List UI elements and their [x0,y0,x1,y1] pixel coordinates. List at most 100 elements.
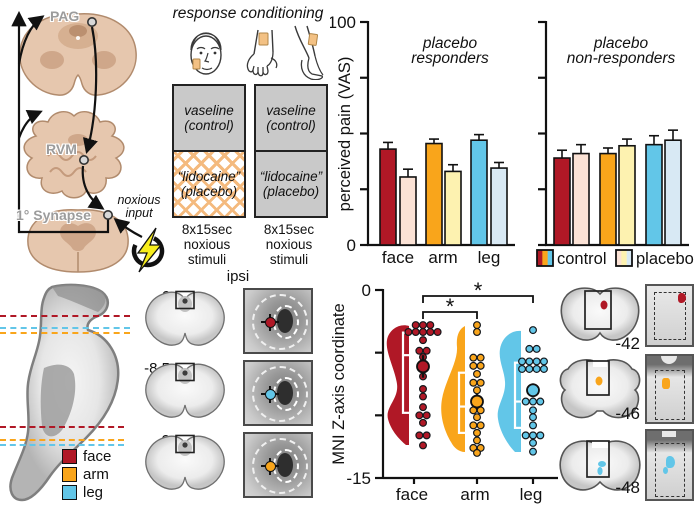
lightning-icon [131,227,165,273]
data-point-arm [473,386,482,395]
face-patch [192,58,201,70]
data-point-leg [532,344,541,353]
zoom-inset [243,360,313,426]
data-point-arm [469,353,478,362]
label-pag: PAG [50,8,80,24]
vaseline-cell: vaseline (control) [256,86,326,152]
slice-line-face [0,426,124,428]
data-point-leg [528,406,537,415]
conditioning-box-leg: vaseline (control) “lidocaine” (placebo) [254,84,328,218]
chart-title: non-responders [567,50,676,67]
data-point-face [422,411,431,420]
x-category-label: arm [428,248,457,267]
slice-line-face [0,315,130,317]
slice-line-arm [0,332,130,334]
dashed-circle [252,366,308,422]
data-point-face [419,327,428,336]
vaseline-cell: vaseline (control) [174,86,244,152]
data-point-leg [518,364,527,373]
data-point-face [419,392,428,401]
activation-blob-leg [598,461,606,467]
bar-arm-control [425,142,443,246]
bar-arm-placebo [618,144,636,246]
bar-face-control [379,148,397,246]
midbrain-section [19,13,137,96]
sig-bracket-face-arm [422,311,478,319]
activation-blob-arm [662,378,670,389]
zoom-inset [645,429,694,501]
data-point-face [426,327,435,336]
data-point-arm [476,421,485,430]
dashed-rect [655,370,685,420]
z-coordinate-label: -42 [615,334,640,353]
data-point-face [433,327,442,336]
pathway-nodes [79,16,114,221]
data-point-face [419,385,428,394]
data-point-leg [528,397,537,406]
brainstem-slice [145,434,225,490]
sig-bracket-face-leg [422,295,534,303]
label-synapse: 1° Synapse [16,207,91,223]
legend-swatch-face [62,449,77,464]
conditioning-title: response conditioning [172,5,324,22]
y-tick-label: 100 [330,13,356,32]
sig-star: * [446,294,455,319]
legend-swatch-control [536,249,554,267]
data-point-leg [539,364,548,373]
violin-face [386,325,409,445]
data-point-arm [473,448,482,457]
violin-leg [497,330,521,452]
slice-line-leg [0,327,130,329]
data-point-leg [536,397,545,406]
data-point-leg [528,413,537,422]
ipsi-title: ipsi [226,268,250,285]
y-tick-label: 0 [347,236,356,255]
zoom-inset [243,432,313,498]
data-point-arm [476,353,485,362]
pathway-graphic [11,10,165,273]
data-point-face [422,431,431,440]
data-point-leg [532,357,541,366]
x-category-label: face [396,485,428,504]
activation-blob-leg [666,456,675,468]
z-coordinate-label: -48 [615,478,640,497]
data-point-face [426,321,435,330]
bar-leg-placebo [664,139,682,246]
legend-item-leg: leg [62,485,111,500]
data-point-leg [521,431,530,440]
legend-swatch-leg [62,485,77,500]
stimuli-caption: 8x15sec noxious stimuli [263,222,315,268]
sig-star: * [474,280,483,303]
violin-shapes [386,325,521,452]
hand-icon [246,29,278,77]
y-axis-label: perceived pain (VAS) [336,57,354,212]
brainstem-slice [145,290,225,346]
y-tick-label: -15 [346,469,371,488]
activation-blob-face [600,300,608,310]
y-axis-label: MNI Z-axis coordinate [330,303,348,464]
data-point-leg [528,326,537,335]
conditioning-box-face-arm: vaseline (control) “lidocaine” (placebo) [172,84,246,218]
data-point-arm [469,421,478,430]
zoom-inset [645,284,694,347]
data-point-leg [528,447,537,456]
peak-marker-arm [265,461,276,472]
data-point-arm [473,321,482,330]
data-point-arm [473,327,482,336]
data-point-leg [525,344,534,353]
chart-title: responders [411,50,489,67]
bar-leg-control [645,143,663,246]
leg-icon [294,25,324,80]
label-noxious-input: noxious input [117,193,161,221]
x-category-label: face [382,248,414,267]
pag-blob [277,381,293,405]
lidocaine-cell-hatched: “lidocaine” (placebo) [174,152,244,216]
data-point-arm [469,378,478,387]
data-point-leg [528,421,537,430]
brain-slice--42 [560,287,640,341]
data-point-leg [539,357,548,366]
